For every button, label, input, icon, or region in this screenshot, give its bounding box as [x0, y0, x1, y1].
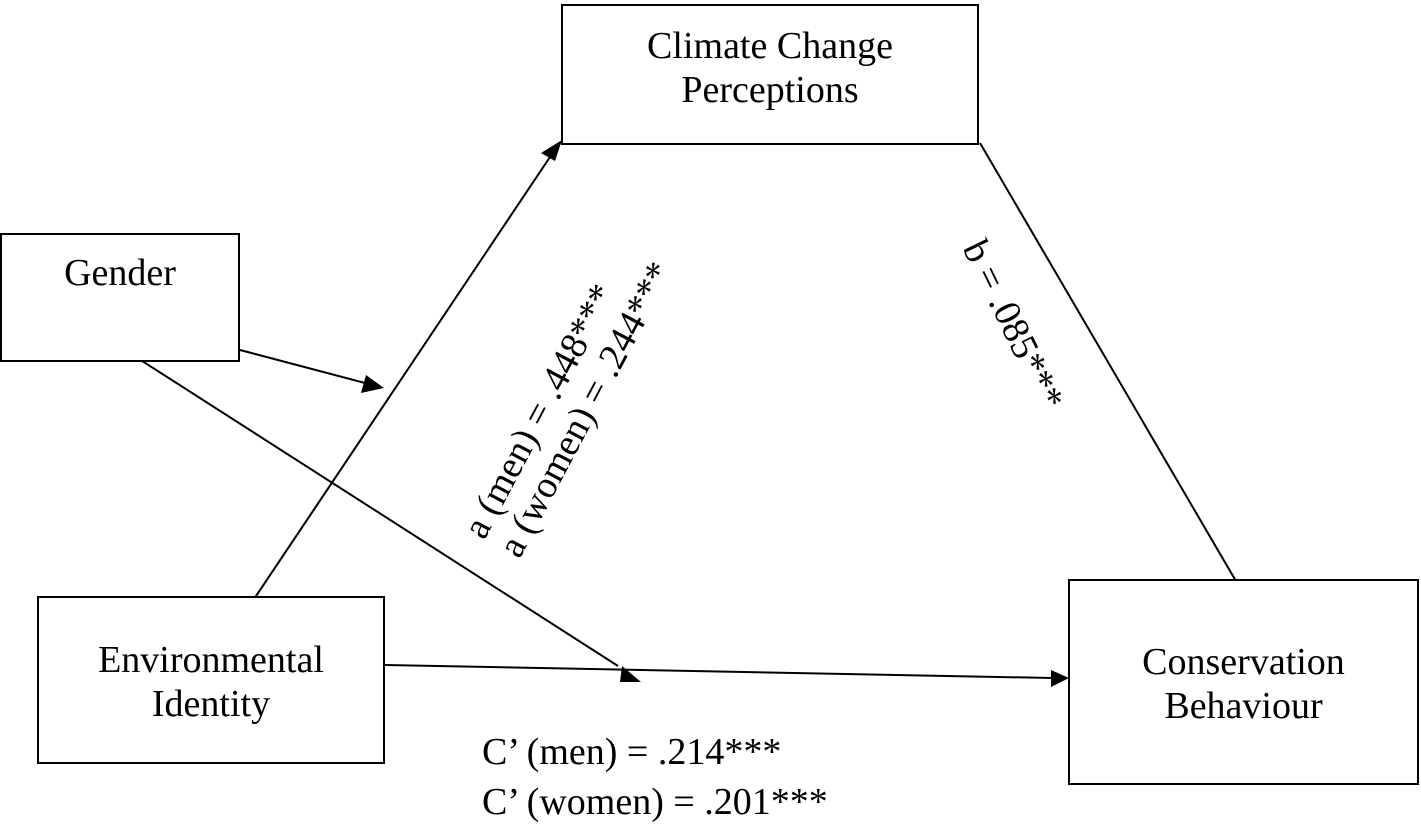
- node-climate-change-perceptions: Climate Change Perceptions: [561, 4, 979, 145]
- path-c-coefficients: C’ (men) = .214*** C’ (women) = .201***: [482, 727, 828, 827]
- path-c-arrowhead: [1051, 670, 1069, 687]
- path-c-line: [384, 664, 1053, 679]
- node-gender-label: Gender: [64, 252, 176, 294]
- node-climate-line-2: Perceptions: [681, 69, 859, 111]
- path-b-line: [979, 142, 1241, 589]
- node-conservation-behaviour: Conservation Behaviour: [1068, 579, 1419, 785]
- node-identity-line-2: Identity: [151, 683, 271, 725]
- gender-to-a-line: [239, 349, 366, 384]
- path-c-women-label: C’ (women) = .201***: [482, 781, 828, 823]
- node-behaviour-line-1: Conservation: [1142, 641, 1345, 683]
- path-a-line: [239, 153, 553, 621]
- path-c-men-label: C’ (men) = .214***: [482, 731, 782, 773]
- node-gender: Gender: [0, 233, 240, 362]
- gender-to-a-arrowhead: [361, 375, 384, 393]
- node-climate-line-1: Climate Change: [647, 25, 893, 67]
- gender-to-c-line: [124, 349, 619, 667]
- gender-to-c-arrowhead: [620, 666, 641, 682]
- node-environmental-identity: Environmental Identity: [37, 596, 385, 764]
- node-behaviour-line-2: Behaviour: [1164, 685, 1323, 727]
- node-identity-line-1: Environmental: [98, 639, 324, 681]
- path-a-arrowhead: [541, 140, 562, 161]
